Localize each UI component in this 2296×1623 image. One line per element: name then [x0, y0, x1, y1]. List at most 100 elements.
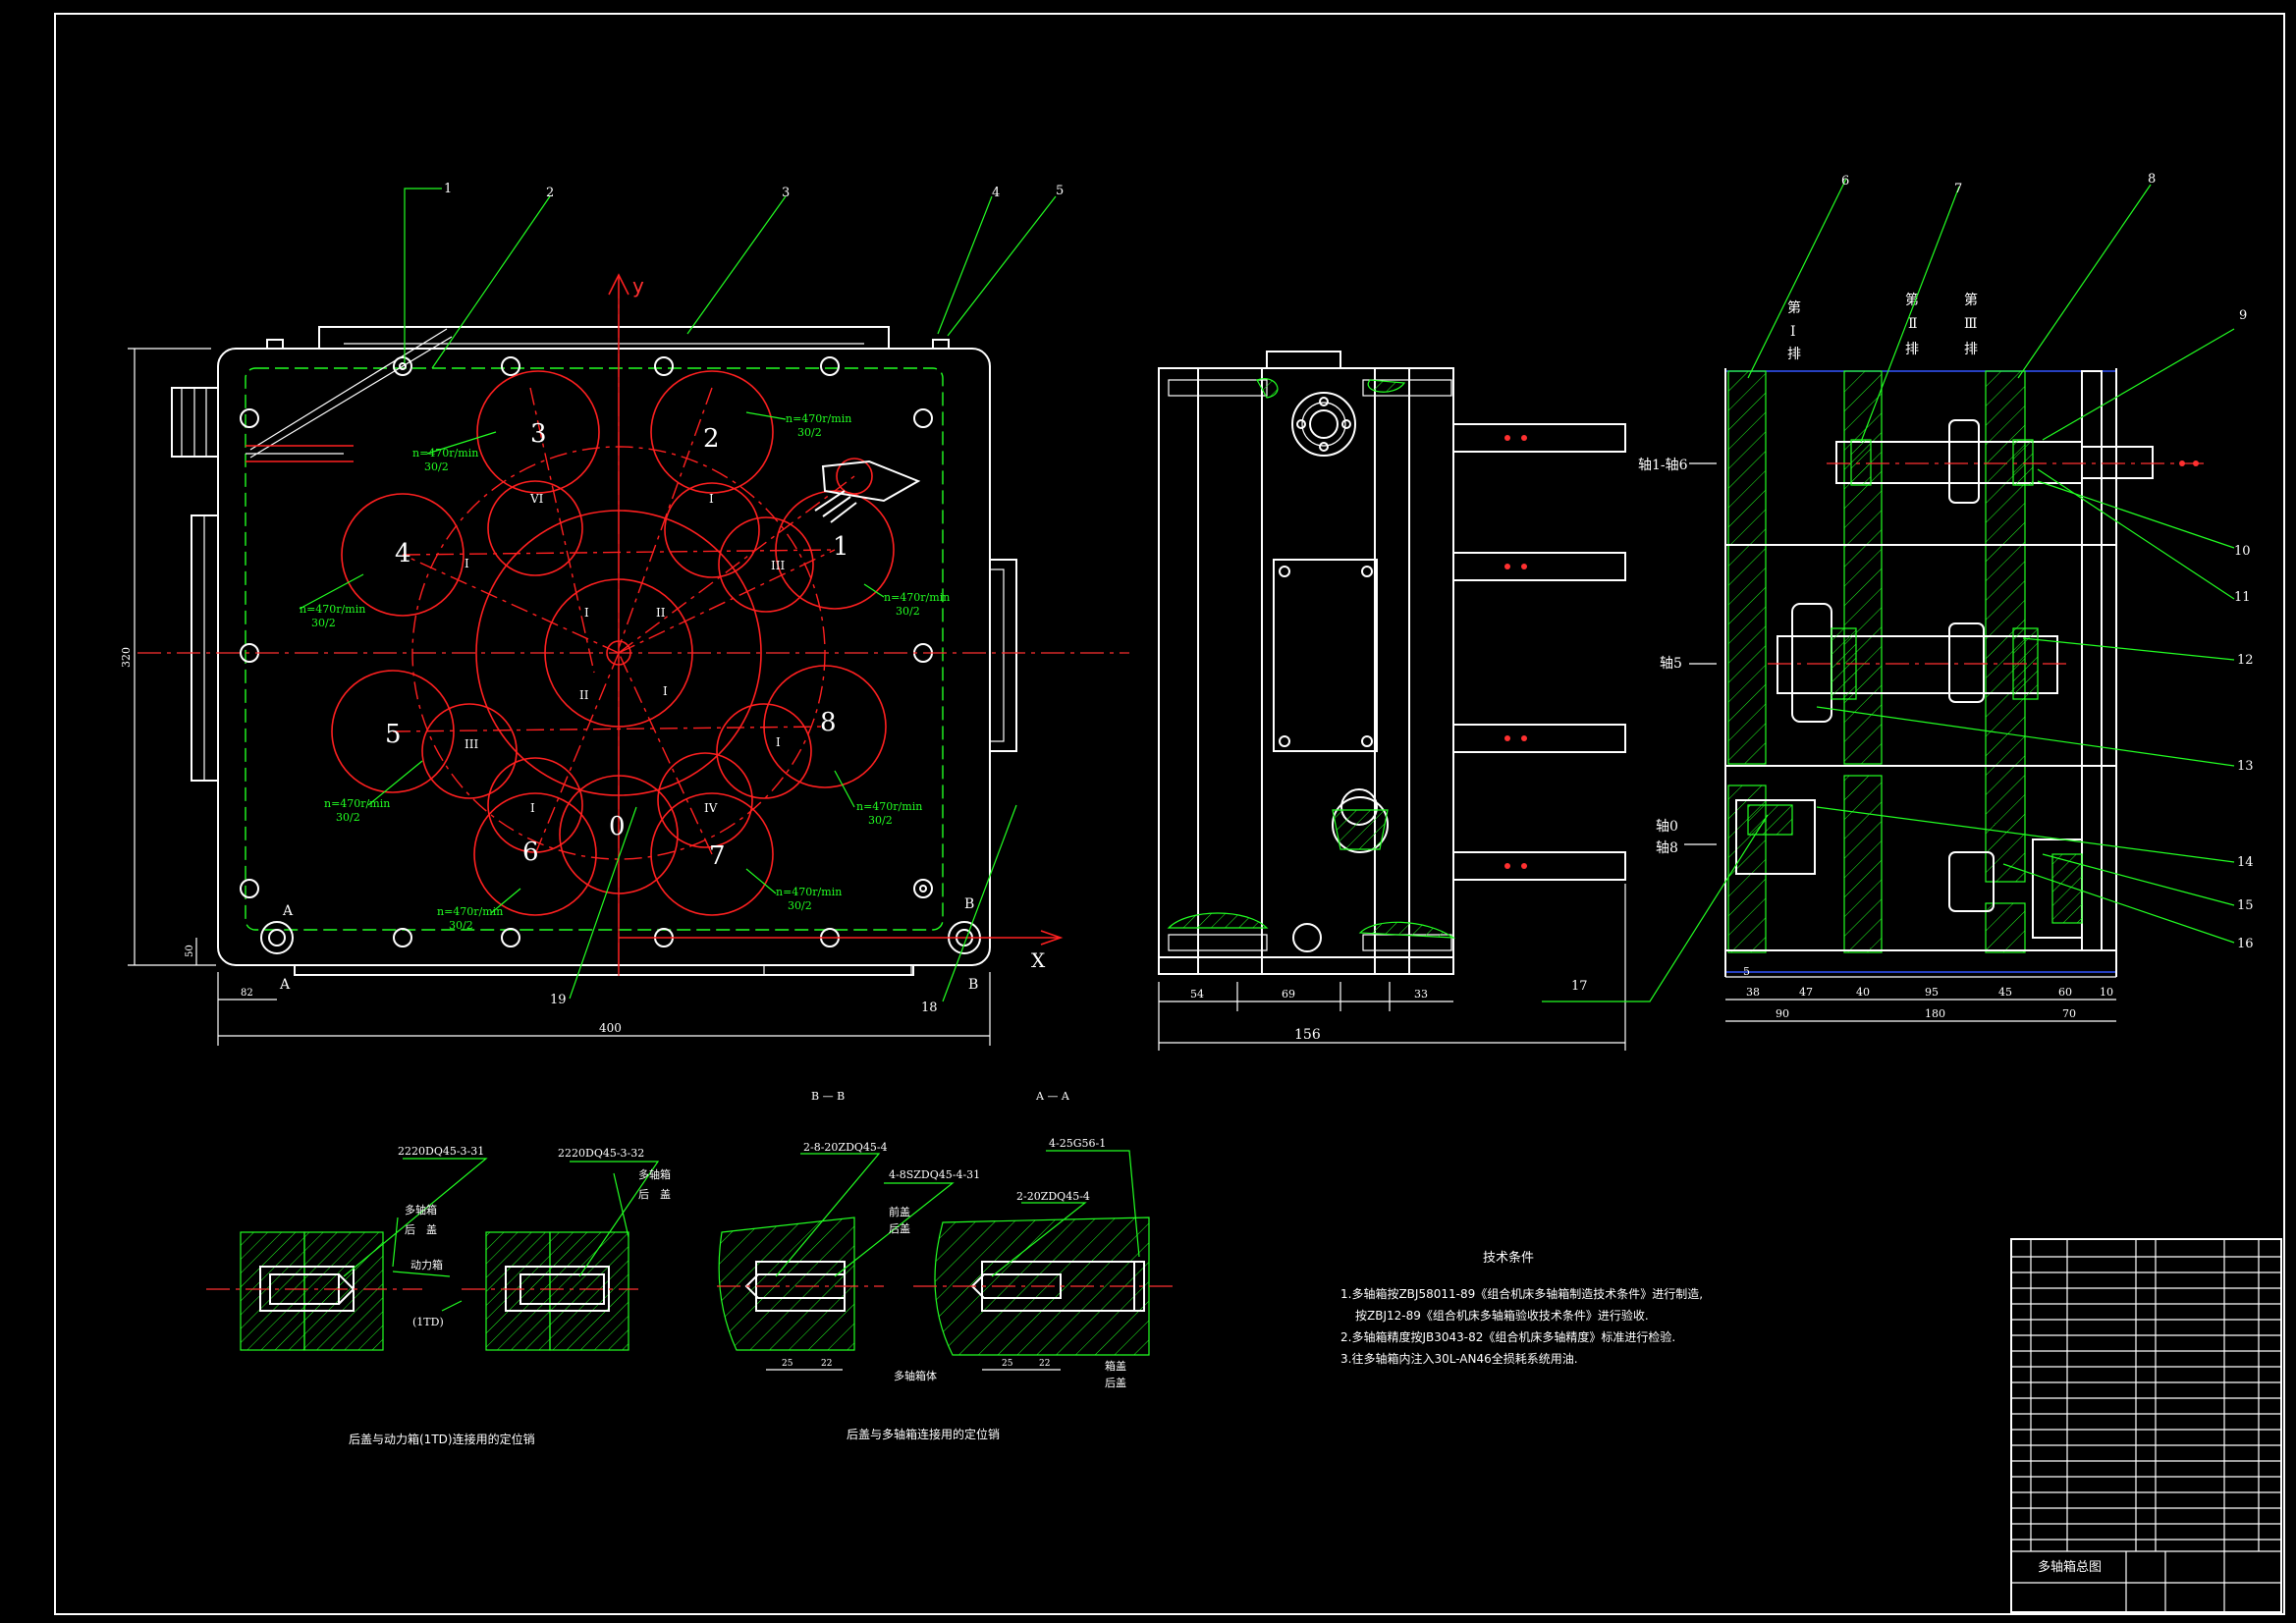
gear-number: 7 — [709, 841, 726, 871]
callout-10: 10 — [2234, 544, 2251, 559]
roman-label: III — [771, 559, 785, 572]
front-view: 3 2 4 1 5 8 6 0 7 VI I III I II II I III… — [120, 273, 1129, 1046]
tech-line: 1.多轴箱按ZBJ58011-89《组合机床多轴箱制造技术条件》进行制造, — [1340, 1286, 1703, 1301]
speed-label: n=470r/min — [884, 591, 950, 604]
section-label: 2220DQ45-3-32 — [558, 1147, 644, 1160]
callout-12: 12 — [2237, 653, 2254, 668]
spindle-label: 轴0 — [1656, 819, 1678, 835]
row-label: Ⅱ — [1908, 316, 1918, 332]
section-dim: 25 — [1002, 1359, 1013, 1369]
dim-right: 95 — [1925, 986, 1939, 999]
dim-right: 180 — [1925, 1007, 1945, 1020]
callout-leaders-front — [404, 188, 1057, 1002]
row-label: 第 — [1787, 299, 1801, 316]
section-label: 多轴箱 — [405, 1203, 437, 1217]
dim-right: 5 — [1743, 965, 1750, 978]
gear-number: 2 — [703, 424, 720, 454]
dim-156: 156 — [1294, 1027, 1321, 1043]
section-dim: 25 — [782, 1359, 793, 1369]
technical-requirements: 技术条件 1.多轴箱按ZBJ58011-89《组合机床多轴箱制造技术条件》进行制… — [1340, 1250, 1703, 1366]
roman-label: IV — [704, 801, 718, 815]
callout-7: 7 — [1954, 182, 1962, 196]
x-axis-label: X — [1031, 948, 1046, 972]
callout-6: 6 — [1841, 174, 1849, 189]
dim-right: 70 — [2062, 1007, 2076, 1020]
drawing-title: 多轴箱总图 — [2038, 1559, 2102, 1575]
dim-right: 45 — [1998, 986, 2012, 999]
callout-18: 18 — [921, 1001, 938, 1015]
callout-13: 13 — [2237, 759, 2254, 774]
dim-right: 47 — [1799, 986, 1813, 999]
section-label: 箱盖 — [1105, 1359, 1126, 1373]
callout-16: 16 — [2237, 937, 2254, 951]
tech-line: 2.多轴箱精度按JB3043-82《组合机床多轴精度》标准进行检验. — [1340, 1329, 1675, 1344]
dim-right: 60 — [2058, 986, 2072, 999]
gear-number: 5 — [385, 720, 402, 749]
section-dim: 22 — [821, 1359, 832, 1369]
y-axis-label: y — [632, 274, 644, 298]
speed-label: n=470r/min — [856, 800, 922, 813]
row-label: 第 — [1905, 292, 1919, 308]
dim-height: 320 — [120, 647, 133, 668]
section-label: 4-25G56-1 — [1049, 1137, 1106, 1150]
gear-number: 0 — [609, 812, 626, 841]
spindle-label: 轴1-轴6 — [1638, 458, 1688, 473]
speed-sub: 30/2 — [788, 899, 812, 912]
section-label: 后 盖 — [638, 1187, 671, 1201]
section-dim: 22 — [1039, 1359, 1050, 1369]
dim-width: 400 — [599, 1021, 622, 1035]
caption-left: 后盖与动力箱(1TD)连接用的定位销 — [349, 1432, 535, 1446]
callout-11: 11 — [2234, 590, 2251, 605]
callout-2: 2 — [546, 186, 554, 200]
gear-number: 6 — [522, 838, 539, 867]
speed-sub: 30/2 — [311, 617, 336, 629]
roman-label: II — [579, 688, 589, 702]
row-label: Ⅲ — [1964, 316, 1978, 332]
section-bb-title: B — B — [811, 1090, 845, 1103]
outer-frame — [54, 13, 2285, 1615]
dim-right: 10 — [2100, 986, 2113, 999]
speed-sub: 30/2 — [336, 811, 360, 824]
gear-number: 4 — [395, 539, 411, 568]
speed-label: n=470r/min — [437, 905, 503, 918]
tech-title: 技术条件 — [1483, 1250, 1534, 1266]
dim-33: 33 — [1414, 988, 1428, 1001]
spindle-label: 轴8 — [1656, 840, 1678, 856]
section-aa-title: A — A — [1035, 1090, 1070, 1103]
section-label: 4-8SZDQ45-4-31 — [889, 1168, 980, 1181]
gear-number: 8 — [820, 708, 837, 737]
speed-labels: n=470r/min 30/2 n=470r/min 30/2 n=470r/m… — [300, 412, 950, 932]
spindle-label: 轴5 — [1660, 656, 1682, 672]
speed-label: n=470r/min — [412, 447, 478, 460]
callout-17: 17 — [1571, 979, 1588, 994]
callout-14: 14 — [2237, 855, 2254, 870]
callout-5: 5 — [1056, 184, 1064, 198]
spindle-section-view: 第 Ⅰ 排 第 Ⅱ 排 第 Ⅲ 排 轴1-轴6 轴5 轴0 轴8 5 38 47… — [1638, 292, 2205, 1022]
speed-label: n=470r/min — [300, 603, 365, 616]
section-mark-a: A — [282, 903, 294, 919]
roman-label: I — [530, 801, 535, 815]
dim-right: 40 — [1856, 986, 1870, 999]
dim-54: 54 — [1190, 988, 1204, 1001]
row-label: Ⅰ — [1790, 324, 1796, 340]
section-details: B — B A — A 2220DQ45-3-31 2220DQ45-3-32 … — [206, 1090, 1174, 1446]
callout-4: 4 — [992, 186, 1000, 200]
speed-label: n=470r/min — [786, 412, 851, 425]
roman-label: I — [663, 684, 668, 698]
roman-label: II — [656, 606, 666, 620]
section-label: 2-8-20ZDQ45-4 — [803, 1141, 888, 1154]
section-mark-a: A — [279, 977, 291, 993]
section-label: 后盖 — [1105, 1376, 1126, 1389]
row-label: 排 — [1905, 342, 1919, 357]
callout-leaders-right — [1542, 178, 2235, 1002]
section-mark-b: B — [964, 896, 974, 912]
row-label: 排 — [1964, 342, 1978, 357]
callout-19: 19 — [550, 993, 567, 1007]
callout-1: 1 — [444, 182, 452, 196]
callout-8: 8 — [2148, 172, 2156, 187]
section-label: 2220DQ45-3-31 — [398, 1145, 484, 1158]
gear-number: 3 — [530, 419, 547, 449]
roman-label: I — [776, 735, 781, 749]
section-label: 动力箱 — [410, 1258, 443, 1271]
